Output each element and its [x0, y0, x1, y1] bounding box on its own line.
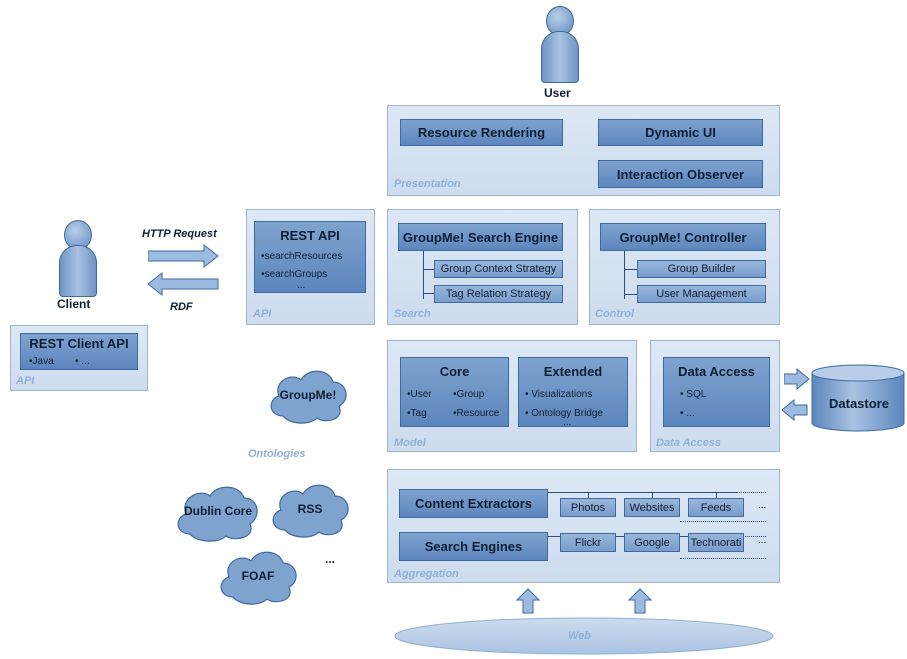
google-source-box: Google [624, 533, 680, 552]
client-label: Client [57, 297, 91, 311]
rest-client-api-title: REST Client API [29, 336, 129, 351]
extractor-connector [588, 492, 589, 498]
api-layer-label: API [253, 308, 272, 320]
rest-api-item: •searchGroups [261, 269, 328, 280]
core-item: •User [407, 389, 432, 400]
group-context-strategy-box: Group Context Strategy [434, 260, 563, 278]
rest-api-item: ... [297, 280, 306, 291]
groupme-cloud-label: GroupMe! [279, 388, 337, 402]
search-layer-label: Search [394, 308, 431, 320]
rdf-label: RDF [170, 301, 193, 313]
engine-bottom-dots [680, 558, 766, 559]
engine-bus-dots [736, 536, 766, 537]
web-label: Web [568, 630, 592, 642]
controller-box: GroupMe! Controller [600, 223, 766, 251]
data-access-title: Data Access [678, 364, 755, 379]
web-up-arrow-icon [515, 588, 541, 614]
http-request-arrow-icon [148, 244, 219, 268]
extractor-connector [652, 492, 653, 498]
web-up-arrow-icon [627, 588, 653, 614]
rss-cloud-label: RSS [297, 502, 323, 516]
extractor-more: ... [758, 500, 767, 511]
technorati-source-box: Technorati [688, 533, 744, 552]
user-management-box: User Management [637, 285, 766, 303]
ontologies-more: ... [325, 552, 336, 566]
groupme-cloud-icon [270, 370, 347, 424]
model-layer-label: Model [394, 437, 426, 449]
datastore-label: Datastore [829, 396, 889, 411]
extractor-bus-dots [736, 492, 766, 493]
data-access-layer-label: Data Access [656, 437, 722, 449]
rest-api-item: •searchResources [261, 251, 343, 262]
rest-client-api-item: • ... [75, 356, 90, 367]
search-tree-branch [423, 293, 434, 294]
extended-item: • Ontology Bridge [525, 408, 603, 419]
resource-rendering-box: Resource Rendering [400, 119, 563, 146]
extended-item: ... [563, 417, 572, 428]
foaf-cloud-icon [220, 551, 297, 605]
core-item: •Tag [407, 408, 427, 419]
rdf-arrow-icon [148, 272, 219, 296]
websites-source-box: Websites [624, 498, 680, 517]
aggregation-layer-label: Aggregation [394, 568, 459, 580]
group-builder-box: Group Builder [637, 260, 766, 278]
content-extractors-box: Content Extractors [399, 489, 548, 518]
core-title: Core [439, 364, 470, 379]
feeds-source-box: Feeds [688, 498, 744, 517]
rss-cloud-icon [272, 484, 349, 538]
user-label: User [544, 86, 571, 100]
dublin-core-cloud-label: Dublin Core [184, 504, 252, 518]
rest-api-box: REST API •searchResources •searchGroups … [254, 221, 366, 293]
control-tree-branch [624, 294, 637, 295]
extended-box: Extended • Visualizations • Ontology Bri… [518, 357, 628, 428]
data-access-box: Data Access • SQL • ... [663, 357, 770, 427]
search-engine-box: GroupMe! Search Engine [398, 223, 563, 251]
core-box: Core •User •Group •Tag •Resource [400, 357, 509, 427]
search-tree-branch [423, 269, 434, 270]
flickr-source-box: Flickr [560, 533, 616, 552]
user-body-icon [541, 31, 579, 83]
dublin-core-cloud-icon [177, 486, 258, 542]
ontologies-label: Ontologies [248, 448, 306, 460]
client-api-layer-label: API [16, 375, 35, 387]
extractor-connector [716, 492, 717, 498]
control-tree-line [624, 251, 625, 299]
rest-client-api-box: REST Client API •Java • ... [20, 333, 138, 370]
data-access-item: • SQL [680, 389, 707, 400]
core-item: •Group [453, 389, 485, 400]
extractor-bus-line [548, 492, 736, 493]
search-tree-line [423, 251, 424, 299]
extended-item: • Visualizations [525, 389, 593, 400]
rest-api-title: REST API [280, 228, 340, 243]
from-datastore-arrow-icon [782, 399, 808, 421]
search-engines-box: Search Engines [399, 532, 548, 561]
photos-source-box: Photos [560, 498, 616, 517]
dynamic-ui-box: Dynamic UI [598, 119, 763, 146]
core-item: •Resource [453, 408, 500, 419]
http-request-label: HTTP Request [142, 228, 217, 240]
tag-relation-strategy-box: Tag Relation Strategy [434, 285, 563, 303]
interaction-observer-box: Interaction Observer [598, 160, 763, 188]
to-datastore-arrow-icon [784, 368, 810, 390]
datastore-cylinder-icon [811, 364, 905, 432]
rest-client-api-item: •Java [29, 356, 54, 367]
data-access-item: • ... [680, 408, 695, 419]
extractor-bottom-dots [680, 521, 766, 522]
engine-more: ... [758, 535, 767, 546]
control-tree-branch [624, 269, 637, 270]
client-body-icon [59, 245, 97, 297]
foaf-cloud-label: FOAF [241, 569, 275, 583]
extended-title: Extended [543, 364, 603, 379]
web-ellipse-icon [394, 617, 774, 655]
aggregation-layer [387, 469, 780, 583]
control-layer-label: Control [595, 308, 635, 320]
presentation-layer-label: Presentation [394, 178, 461, 190]
